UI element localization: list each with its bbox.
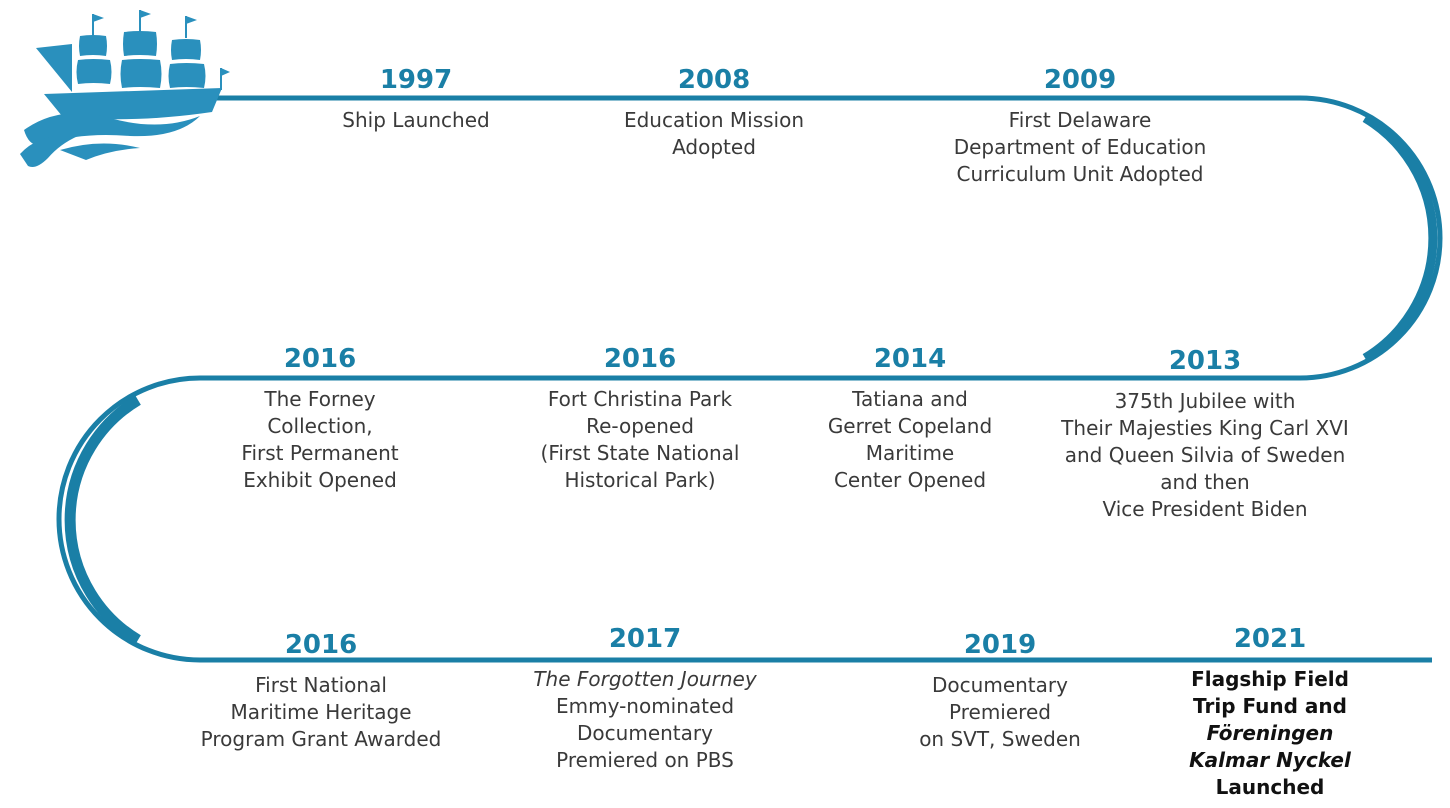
event-line: First Delaware [1008, 108, 1152, 132]
event-description: The Forney Collection, First Permanent E… [190, 386, 450, 494]
event-description: Documentary Premiered on SVT, Sweden [880, 672, 1120, 753]
event-year: 2017 [608, 624, 682, 654]
event-year: 2013 [1168, 346, 1242, 376]
event-line: Maritime Heritage [230, 700, 412, 724]
event-line: Education Mission [623, 108, 805, 132]
event-line: Curriculum Unit Adopted [956, 162, 1204, 186]
event-line: Ship Launched [342, 108, 490, 132]
event-year: 2019 [963, 630, 1037, 660]
event-line: (First State National [540, 441, 740, 465]
event-description: Tatiana and Gerret Copeland Maritime Cen… [800, 386, 1020, 494]
event-line: Trip Fund and [1193, 694, 1347, 718]
event-description: Education Mission Adopted [584, 107, 844, 161]
event-line: Documentary [932, 673, 1068, 697]
event-line: Kalmar Nyckel [1189, 748, 1351, 772]
event-line: and Queen Silvia of Sweden [1064, 443, 1346, 467]
event-line: Collection, [267, 414, 373, 438]
event-line: Premiered [949, 700, 1051, 724]
event-line: Their Majesties King Carl XVI [1061, 416, 1349, 440]
sailing-ship-on-waves-icon [20, 10, 230, 167]
event-line: The Forney [264, 387, 376, 411]
event-line: Maritime [865, 441, 955, 465]
event-2013: 2013 375th Jubilee with Their Majesties … [1015, 346, 1395, 523]
event-line: Premiered on PBS [556, 748, 734, 772]
event-description: First Delaware Department of Education C… [900, 107, 1260, 188]
event-year: 2008 [677, 65, 751, 95]
event-line: Launched [1215, 775, 1325, 799]
event-year: 2016 [284, 630, 358, 660]
event-line: Re-opened [586, 414, 694, 438]
event-year: 1997 [379, 65, 453, 95]
event-2014: 2014 Tatiana and Gerret Copeland Maritim… [800, 344, 1020, 494]
event-line: Föreningen [1206, 721, 1334, 745]
event-line: Vice President Biden [1102, 497, 1308, 521]
event-line: Flagship Field [1191, 667, 1349, 691]
event-2008: 2008 Education Mission Adopted [584, 65, 844, 161]
event-description: Flagship Field Trip Fund and Föreningen … [1160, 666, 1380, 801]
event-2009: 2009 First Delaware Department of Educat… [900, 65, 1260, 188]
event-2021: 2021 Flagship Field Trip Fund and Föreni… [1160, 624, 1380, 801]
timeline-path [56, 95, 1443, 663]
event-line: Department of Education [953, 135, 1207, 159]
event-description: First National Maritime Heritage Program… [166, 672, 476, 753]
event-line: Fort Christina Park [547, 387, 733, 411]
event-year: 2016 [603, 344, 677, 374]
event-2016-grant: 2016 First National Maritime Heritage Pr… [166, 630, 476, 753]
event-2016-forney: 2016 The Forney Collection, First Perman… [190, 344, 450, 494]
event-year: 2021 [1233, 624, 1307, 654]
event-line: The Forgotten Journey [533, 667, 757, 691]
event-year: 2009 [1043, 65, 1117, 95]
event-line: and then [1160, 470, 1250, 494]
event-line: Adopted [672, 135, 756, 159]
event-line: 375th Jubilee with [1114, 389, 1296, 413]
event-line: First Permanent [241, 441, 399, 465]
event-line: Emmy-nominated [555, 694, 735, 718]
event-year: 2014 [873, 344, 947, 374]
event-description: Ship Launched [306, 107, 526, 134]
event-year: 2016 [283, 344, 357, 374]
event-description: Fort Christina Park Re-opened (First Sta… [500, 386, 780, 494]
event-line: on SVT, Sweden [919, 727, 1081, 751]
event-2016-fort-christina: 2016 Fort Christina Park Re-opened (Firs… [500, 344, 780, 494]
event-line: Documentary [577, 721, 713, 745]
event-line: Tatiana and [852, 387, 968, 411]
event-line: Exhibit Opened [243, 468, 397, 492]
event-line: Historical Park) [564, 468, 716, 492]
event-2017: 2017 The Forgotten Journey Emmy-nominate… [495, 624, 795, 774]
event-2019: 2019 Documentary Premiered on SVT, Swede… [880, 630, 1120, 753]
event-line: Center Opened [833, 468, 987, 492]
event-description: 375th Jubilee with Their Majesties King … [1015, 388, 1395, 523]
event-line: First National [255, 673, 387, 697]
timeline-curve-thick-left [64, 395, 141, 645]
event-1997: 1997 Ship Launched [306, 65, 526, 134]
event-line: Program Grant Awarded [200, 727, 442, 751]
timeline-curve-thick-right [1362, 114, 1438, 362]
event-description: The Forgotten Journey Emmy-nominated Doc… [495, 666, 795, 774]
event-line: Gerret Copeland [827, 414, 993, 438]
